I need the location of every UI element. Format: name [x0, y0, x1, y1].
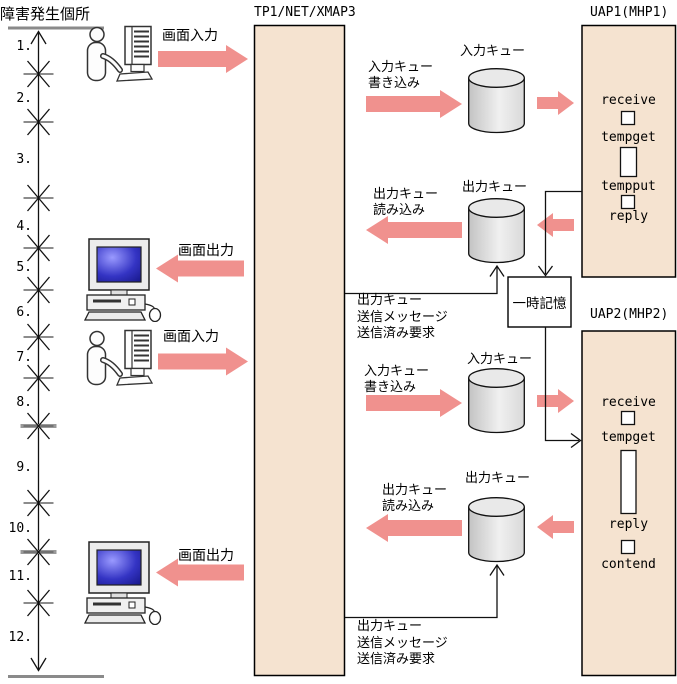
- screen-output-label-2: 画面出力: [178, 547, 234, 563]
- uap1-label: UAP1(MHP1): [590, 5, 669, 20]
- screen-output-arrow-2: [156, 558, 244, 587]
- uap1-step-square-1: [620, 110, 636, 126]
- desktop-computer-icon: [84, 541, 162, 625]
- uap2-step-reply: reply: [608, 517, 649, 532]
- output-queue-read-arrow-1: [366, 216, 462, 244]
- output-queue-cylinder-2: [468, 497, 525, 563]
- queue-to-uap1-arrow: [537, 91, 574, 115]
- tp1-box: [253, 24, 346, 677]
- timeline-number-6: 6.: [16, 305, 32, 320]
- timeline-number-1: 1.: [16, 39, 32, 54]
- uap1-step-tempget: tempget: [601, 130, 656, 145]
- output-queue-label-2: 出力キュー: [465, 470, 531, 485]
- input-queue-write-label-2: 入力キュー 書き込み: [364, 363, 430, 394]
- temp-storage-to-uap2-connector: [544, 327, 582, 449]
- screen-output-arrow-1: [156, 254, 244, 283]
- sent-request-connector-1: [345, 264, 505, 295]
- screen-input-arrow-2: [158, 347, 248, 376]
- uap1-to-queue-arrow: [537, 213, 574, 237]
- timeline-number-8: 8.: [16, 395, 32, 410]
- timeline-number-2: 2.: [16, 91, 32, 106]
- uap1-step-rect: [619, 146, 638, 178]
- screen-input-label-1: 画面入力: [162, 27, 218, 43]
- input-queue-label-2: 入力キュー: [467, 351, 533, 366]
- temp-storage-box: [507, 276, 572, 328]
- timeline-number-11: 11.: [8, 569, 32, 584]
- timeline-number-5: 5.: [16, 260, 32, 275]
- uap2-step-square-2: [620, 539, 636, 555]
- desktop-computer-icon: [84, 238, 162, 322]
- output-queue-label-1: 出力キュー: [462, 179, 528, 194]
- user-terminal-icon: [86, 329, 154, 386]
- timeline-arrow-down: [30, 657, 47, 672]
- output-queue-cylinder-1: [468, 198, 525, 264]
- timeline-number-4: 4.: [16, 219, 32, 234]
- queue-to-uap2-arrow: [537, 389, 574, 413]
- uap2-step-square-1: [620, 410, 636, 426]
- uap2-step-tempget: tempget: [601, 430, 656, 445]
- uap2-step-receive: receive: [601, 395, 656, 410]
- uap1-step-reply: reply: [608, 209, 649, 224]
- screen-input-label-2: 画面入力: [163, 328, 219, 344]
- output-queue-sent-request-label-2: 出力キュー 送信メッセージ 送信済み要求: [357, 618, 448, 666]
- uap2-step-rect: [620, 449, 637, 515]
- failure-timeline: [8, 26, 104, 678]
- user-terminal-icon: [86, 25, 154, 82]
- uap2-to-queue-arrow: [537, 515, 574, 539]
- output-queue-sent-request-label-1: 出力キュー 送信メッセージ 送信済み要求: [357, 292, 448, 340]
- uap2-step-contend: contend: [601, 557, 656, 572]
- input-queue-label-1: 入力キュー: [460, 43, 526, 58]
- screen-output-label-1: 画面出力: [178, 242, 234, 258]
- uap1-step-receive: receive: [601, 93, 656, 108]
- input-queue-write-arrow-2: [366, 389, 462, 417]
- uap1-step-square-2: [620, 194, 636, 210]
- timeline-number-3: 3.: [16, 152, 32, 167]
- output-queue-read-arrow-2: [366, 514, 462, 542]
- timeline-number-12: 12.: [8, 630, 32, 645]
- output-queue-read-label-1: 出力キュー 読み込み: [373, 186, 439, 217]
- sent-request-connector-2: [345, 563, 505, 619]
- input-queue-cylinder-2: [468, 368, 525, 434]
- uap2-label: UAP2(MHP2): [590, 307, 669, 322]
- timeline-number-7: 7.: [16, 350, 32, 365]
- tp1-label: TP1/NET/XMAP3: [254, 5, 356, 20]
- timeline-number-9: 9.: [16, 460, 32, 475]
- input-queue-cylinder-1: [468, 68, 525, 134]
- timeline-title: 障害発生個所: [0, 6, 91, 23]
- timeline-arrow-up: [30, 30, 47, 45]
- temp-storage-label: 一時記憶: [512, 296, 567, 311]
- input-queue-write-label-1: 入力キュー 書き込み: [368, 59, 434, 90]
- uap1-step-tempput: tempput: [601, 179, 656, 194]
- timeline-number-10: 10.: [8, 521, 32, 536]
- output-queue-read-label-2: 出力キュー 読み込み: [382, 482, 448, 513]
- input-queue-write-arrow-1: [366, 90, 462, 118]
- tempput-to-temp-storage-connector: [537, 190, 582, 277]
- screen-input-arrow-1: [158, 45, 248, 73]
